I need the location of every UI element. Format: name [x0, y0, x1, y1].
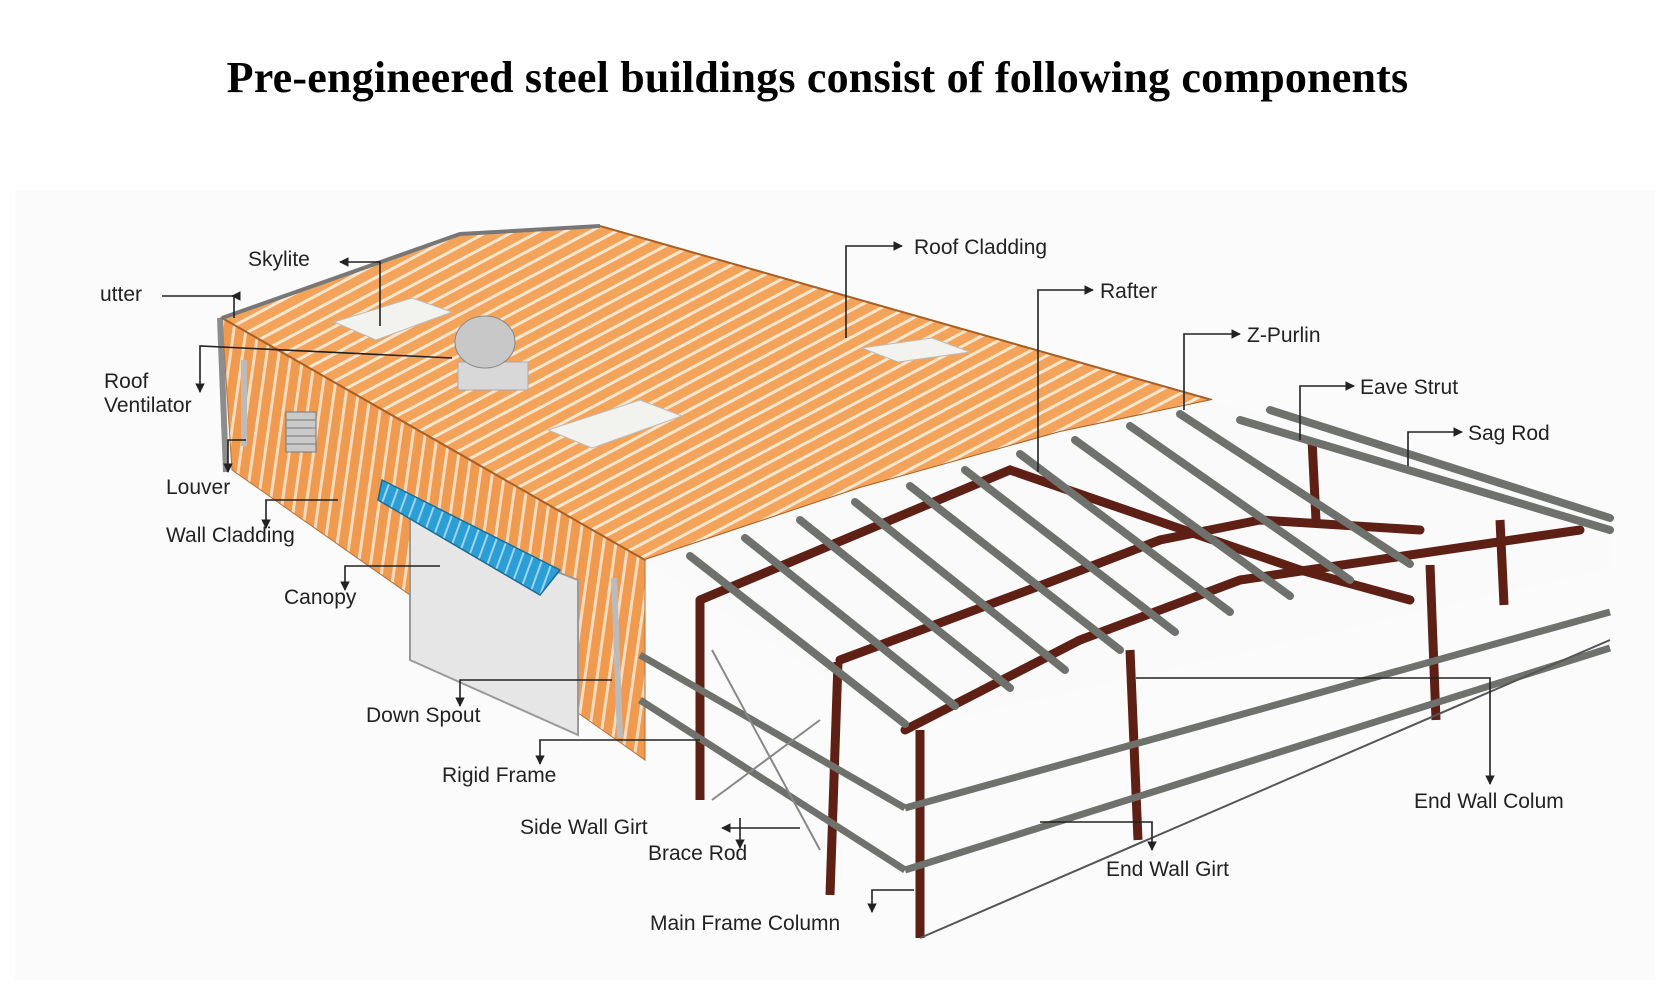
- base-line: [919, 639, 1611, 939]
- girts: [638, 608, 1612, 874]
- label-roof-ventilator-1: Roof: [104, 370, 149, 393]
- label-gutter: utter: [100, 283, 142, 306]
- label-roof-cladding: Roof Cladding: [914, 236, 1047, 259]
- canopy-panel: [377, 478, 562, 596]
- gutter: [217, 317, 229, 473]
- roof-ventilator: [454, 315, 516, 369]
- purlins: [686, 406, 1614, 728]
- skylight-1: [332, 297, 454, 341]
- label-rigid-frame: Rigid Frame: [442, 764, 556, 787]
- label-end-wall-colum: End Wall Colum: [1414, 790, 1564, 813]
- label-end-wall-girt: End Wall Girt: [1106, 858, 1229, 881]
- down-spout-pipe-2: [611, 577, 623, 739]
- page-title: Pre-engineered steel buildings consist o…: [226, 53, 1409, 102]
- label-canopy: Canopy: [284, 586, 357, 609]
- label-sag-rod: Sag Rod: [1468, 422, 1550, 445]
- leader-lines: [162, 241, 1495, 913]
- label-rafter: Rafter: [1100, 280, 1157, 303]
- label-side-wall-girt: Side Wall Girt: [520, 816, 648, 839]
- label-skylite: Skylite: [248, 248, 310, 271]
- louver-panel: [285, 411, 317, 453]
- label-down-spout: Down Spout: [366, 704, 481, 727]
- label-main-frame-column: Main Frame Column: [650, 912, 840, 935]
- label-louver: Louver: [166, 476, 230, 499]
- label-z-purlin: Z-Purlin: [1247, 324, 1321, 347]
- label-roof-ventilator-2: Ventilator: [104, 394, 192, 417]
- ridge: [221, 224, 601, 320]
- skylight-3: [860, 337, 971, 363]
- label-brace-rod: Brace Rod: [648, 842, 747, 865]
- label-wall-cladding: Wall Cladding: [166, 524, 295, 547]
- skylight-2: [546, 399, 684, 449]
- rafters: [695, 465, 1585, 735]
- label-eave-strut: Eave Strut: [1360, 376, 1458, 399]
- brace-rods: [711, 649, 821, 851]
